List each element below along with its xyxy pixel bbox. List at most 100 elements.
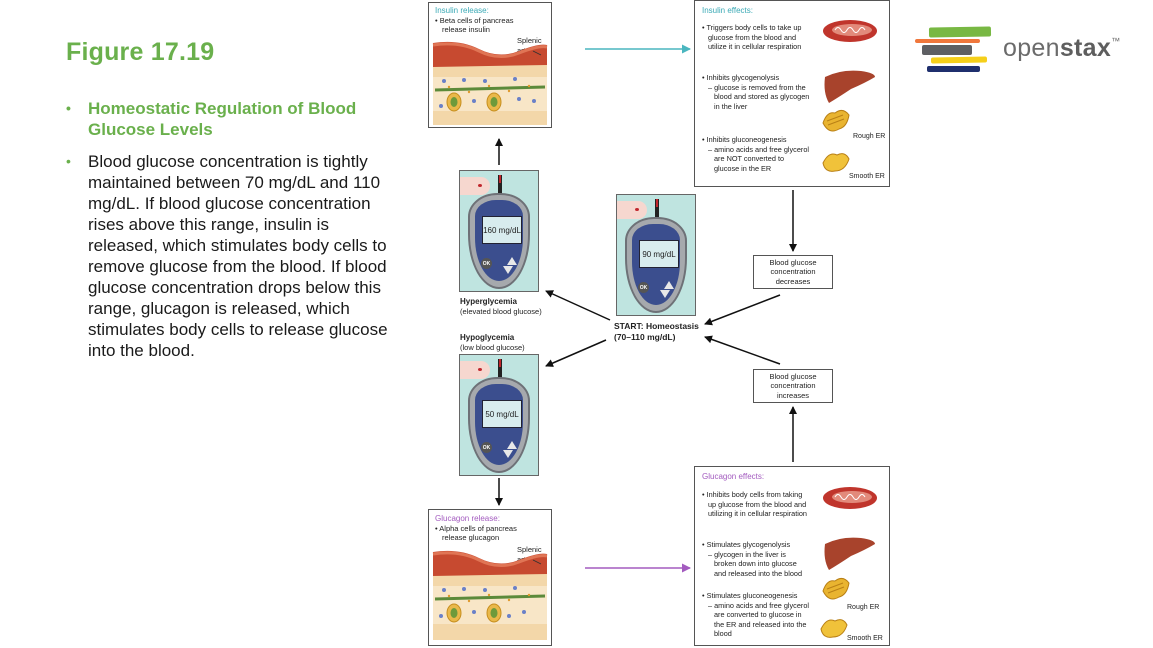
glucagon-effect-2: • Stimulates glycogenolysis – glycogen i… [702, 540, 802, 578]
arrow-increase-to-homeostasis [704, 335, 781, 365]
effect-line: glucose in the ER [714, 163, 772, 173]
insulin-effect-3: • Inhibits gluconeogenesis – amino acids… [702, 135, 809, 173]
blood-drop-icon [635, 208, 639, 211]
effect-line: – glucose is removed from the [708, 82, 806, 92]
liver-icon [824, 537, 875, 570]
meter-face: 160 mg/dL OK [475, 200, 523, 281]
rough-er-icon [822, 109, 850, 132]
meter-body: 50 mg/dL OK [468, 377, 530, 473]
effect-line: – glycogen in the liver is [708, 549, 786, 559]
blood-drop-icon [478, 184, 482, 187]
glucose-meter-homeostasis: 90 mg/dL OK [616, 194, 696, 316]
bullet-dot-icon: • [66, 100, 71, 116]
insulin-release-title: Insulin release: [435, 6, 489, 15]
effect-line: – amino acids and free glycerol [708, 144, 809, 154]
down-arrow-icon [503, 266, 513, 274]
status-line: Blood glucose [769, 257, 817, 267]
meter-body: 90 mg/dL OK [625, 217, 687, 313]
effect-line: utilize it in cellular respiration [708, 42, 802, 51]
meter-face: 50 mg/dL OK [475, 384, 523, 465]
smooth-er-icon [820, 619, 848, 638]
logo-bar-gray [922, 45, 972, 55]
glucose-decreases-box: Blood glucose concentration decreases [753, 255, 833, 289]
effect-line: and released into the blood [714, 568, 803, 578]
up-arrow-icon [664, 281, 674, 289]
bullet-heading: • Homeostatic Regulation of Blood Glucos… [66, 98, 396, 140]
glucagon-release-line-1: • Alpha cells of pancreas [435, 524, 517, 533]
effect-line: are NOT converted to [714, 154, 785, 163]
figure-title: Figure 17.19 [66, 38, 215, 66]
down-arrow-icon [660, 290, 670, 298]
trademark-symbol: ™ [1111, 36, 1121, 46]
logo-text-bold: stax [1059, 34, 1112, 62]
insulin-release-line-2: release insulin [442, 25, 490, 34]
hyperglycemia-sublabel: (elevated blood glucose) [460, 307, 542, 316]
arrow-homeostasis-to-hyper [545, 290, 611, 321]
rough-er-label: Rough ER [853, 133, 886, 140]
effect-line: broken down into glucose [714, 559, 797, 568]
logo-bar-yellow [930, 56, 988, 64]
hyperglycemia-label: Hyperglycemia [460, 297, 517, 306]
arrow-decrease-to-homeostasis [704, 294, 781, 326]
insulin-release-line-1: • Beta cells of pancreas [435, 16, 514, 25]
test-strip-icon [498, 359, 502, 379]
logo-text-light: open [1003, 34, 1060, 62]
homeostasis-range: (70–110 mg/dL) [614, 332, 676, 342]
logo-bar-navy [927, 66, 980, 72]
status-line: increases [776, 390, 810, 400]
smooth-er-label: Smooth ER [847, 635, 883, 642]
effect-line: the ER and released into the [714, 619, 807, 629]
logo-bar-green [928, 26, 992, 38]
arrow-homeostasis-to-hypo [545, 339, 607, 367]
glucose-meter-hyper: 160 mg/dL OK [459, 170, 539, 292]
bullet-heading-text: Homeostatic Regulation of Blood Glucose … [88, 99, 357, 139]
liver-icon [824, 70, 875, 103]
effect-line: • Inhibits glycogenolysis [702, 73, 780, 82]
effect-line: • Stimulates glycogenolysis [702, 540, 791, 549]
arrow-buttons [503, 441, 517, 459]
test-strip-icon [655, 199, 659, 219]
glucagon-effect-1: • Inhibits body cells from taking up glu… [702, 490, 807, 519]
finger-icon [460, 361, 490, 379]
insulin-effects-box: Insulin effects: • Triggers body cells t… [694, 0, 890, 187]
bullet-body-text: Blood glucose concentration is tightly m… [88, 152, 388, 360]
openstax-logo [912, 24, 1122, 78]
glucagon-release-box: Glucagon release: • Alpha cells of pancr… [428, 509, 552, 646]
bullet-list: • Homeostatic Regulation of Blood Glucos… [66, 98, 396, 372]
meter-face: 90 mg/dL OK [632, 224, 680, 305]
effect-line: blood and stored as glycogen [714, 92, 810, 101]
insulin-effect-1: • Triggers body cells to take up glucose… [702, 23, 802, 52]
hypoglycemia-label: Hypoglycemia [460, 333, 515, 342]
effect-line: up glucose from the blood and [708, 499, 807, 509]
finger-icon [460, 177, 490, 195]
blood-drop-icon [478, 368, 482, 371]
insulin-effect-2: • Inhibits glycogenolysis – glucose is r… [702, 73, 809, 111]
status-line: Blood glucose [769, 371, 817, 381]
meter-reading: 160 mg/dL [482, 216, 522, 244]
glucagon-release-line-2: release glucagon [442, 533, 500, 542]
bullet-body: • Blood glucose concentration is tightly… [66, 151, 396, 361]
effect-line: • Inhibits body cells from taking [702, 490, 803, 499]
mitochondrion-icon [823, 487, 877, 509]
rough-er-label: Rough ER [847, 604, 880, 611]
arrow-buttons [660, 281, 674, 299]
up-arrow-icon [507, 257, 517, 265]
test-strip-icon [498, 175, 502, 195]
effect-line: blood [714, 629, 732, 638]
status-line: decreases [775, 276, 811, 286]
glucagon-effect-3: • Stimulates gluconeogenesis – amino aci… [702, 591, 809, 639]
pancreas-illustration [432, 550, 548, 640]
effect-line: • Inhibits gluconeogenesis [702, 135, 787, 144]
ok-button: OK [481, 258, 492, 269]
effect-line: • Triggers body cells to take up [702, 23, 802, 32]
glucose-meter-hypo: 50 mg/dL OK [459, 354, 539, 476]
down-arrow-icon [503, 450, 513, 458]
smooth-er-icon [822, 153, 850, 172]
effect-line: glucose from the blood and [708, 32, 797, 42]
status-line: concentration [770, 381, 816, 391]
homeostasis-label: START: Homeostasis (70–110 mg/dL) [614, 321, 699, 343]
effect-line: in the liver [714, 101, 748, 111]
logo-bar-orange [915, 39, 980, 43]
homeostasis-title: START: Homeostasis [614, 321, 699, 331]
